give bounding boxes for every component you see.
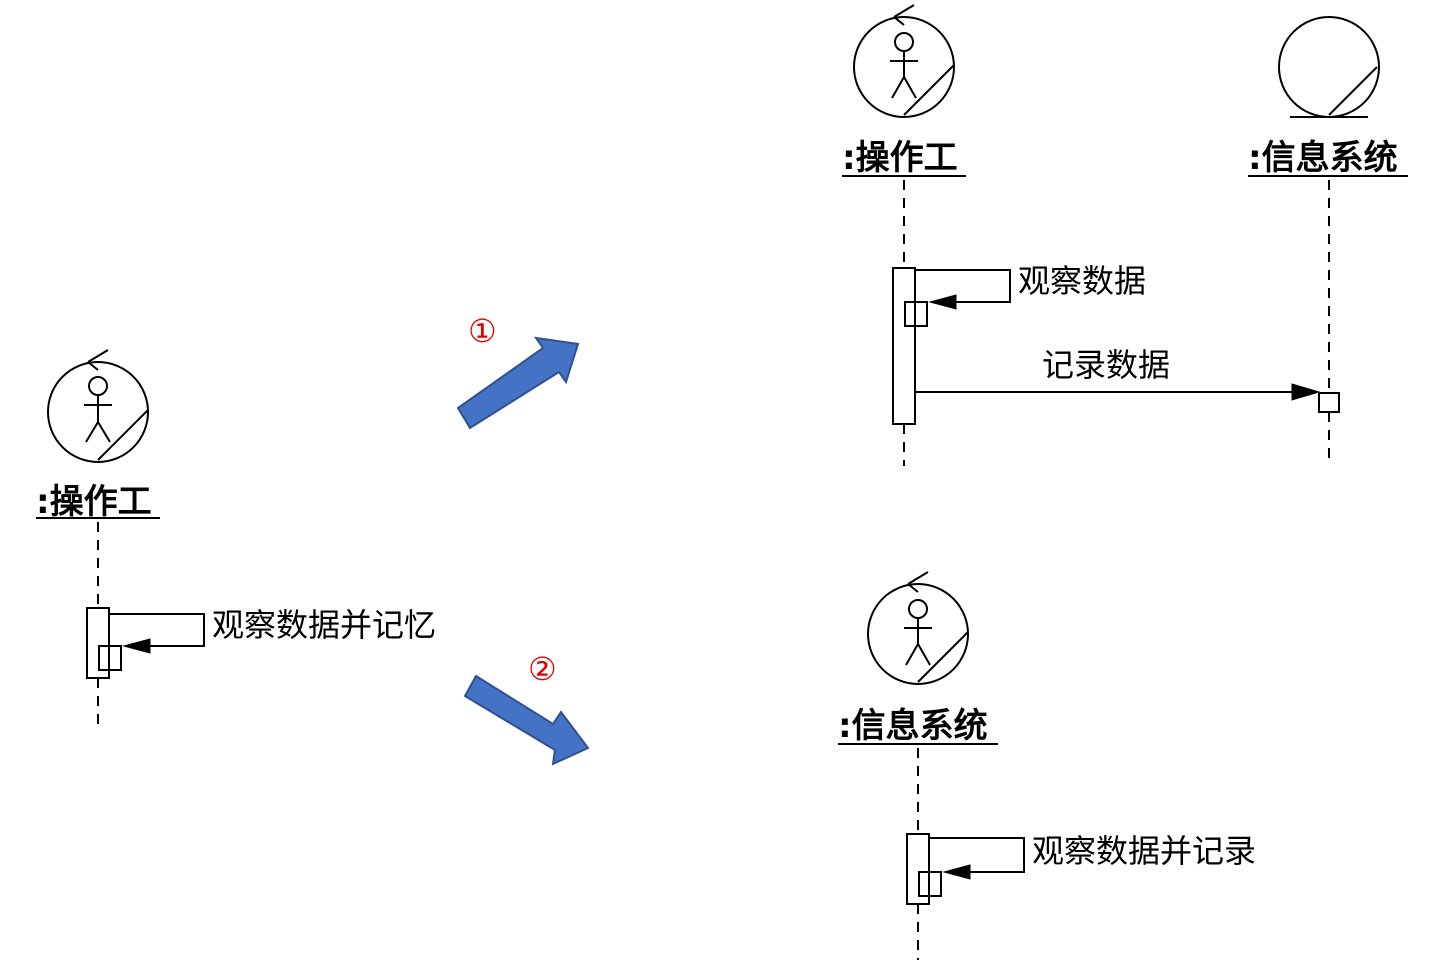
system-label: :信息系统 (1248, 138, 1398, 178)
actor-icon (853, 4, 955, 118)
self-message-label: 观察数据 (1018, 262, 1146, 300)
activation-bar (86, 607, 110, 679)
self-message-arrowhead (942, 864, 971, 880)
nested-activation (918, 871, 942, 897)
actor-label: :操作工 (842, 138, 958, 178)
self-message-arrowhead (928, 294, 957, 310)
actor-label: :信息系统 (838, 706, 988, 746)
self-message-line (915, 269, 1011, 303)
left-actor-group: :操作工 观察数据并记忆 (36, 349, 436, 732)
self-message-line (109, 613, 205, 647)
activation-bar (906, 833, 930, 905)
block-arrow-down-right (463, 674, 590, 766)
system-entity-icon (1278, 16, 1380, 118)
top-right-group: :操作工 观察数据 :信息系统 记录数据 (842, 4, 1408, 466)
block-arrow-up-right (456, 336, 580, 430)
transition-arrow-2: ② (463, 650, 590, 766)
actor-icon (47, 349, 149, 463)
call-message-label: 记录数据 (1042, 346, 1170, 384)
step-number-1: ① (468, 312, 497, 350)
actor-icon (867, 571, 969, 685)
transition-arrow-1: ① (456, 312, 580, 430)
system-activation (1318, 392, 1340, 413)
call-message-arrowhead (1291, 383, 1321, 401)
step-number-2: ② (528, 650, 557, 688)
self-message-label: 观察数据并记忆 (212, 606, 436, 644)
self-message-arrowhead (122, 638, 151, 654)
actor-activation-bar (892, 267, 916, 425)
self-message-label: 观察数据并记录 (1032, 832, 1256, 870)
self-message-line (929, 837, 1025, 873)
actor-label: :操作工 (36, 482, 152, 522)
nested-activation (904, 301, 928, 327)
nested-activation (98, 645, 122, 671)
bottom-right-group: :信息系统 观察数据并记录 (838, 571, 1256, 960)
